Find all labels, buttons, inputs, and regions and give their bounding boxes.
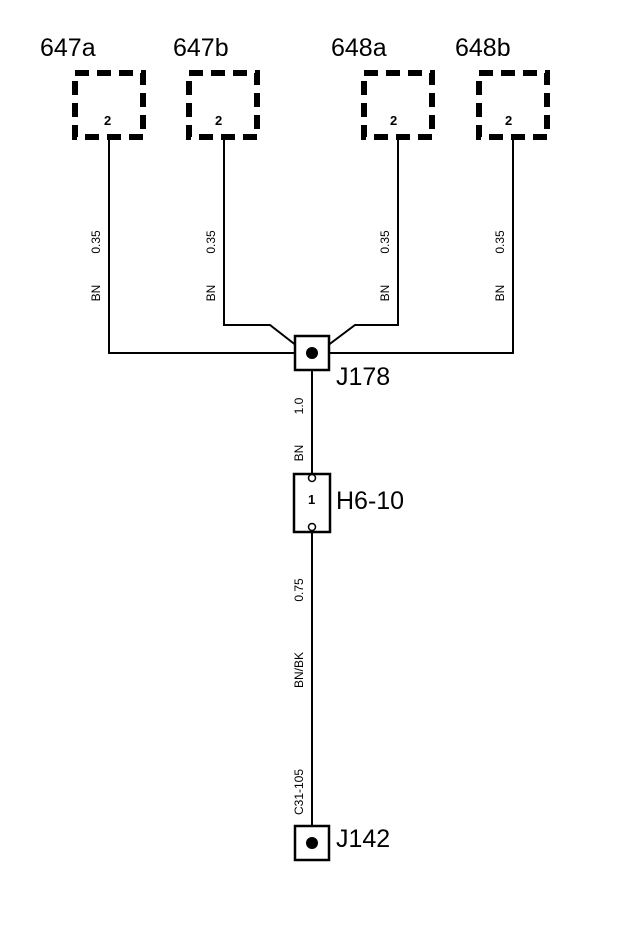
svg-text:BN: BN: [378, 285, 392, 302]
splice-j178[interactable]: [293, 334, 331, 372]
wire-label-647a: 0.35 BN: [89, 230, 103, 301]
connector-label-648a: 648a: [331, 34, 387, 62]
pin-number-647b: 2: [215, 113, 222, 128]
svg-text:BN: BN: [89, 285, 103, 302]
svg-text:0.35: 0.35: [89, 230, 103, 254]
connector-box-647b[interactable]: [186, 70, 260, 140]
wire-label-trunk-lower: 0.75 BN/BK C31-105: [292, 578, 306, 815]
connector-box-648b[interactable]: [476, 70, 550, 140]
svg-text:BN/BK: BN/BK: [292, 652, 306, 688]
svg-text:BN: BN: [292, 445, 306, 462]
pin-number-648b: 2: [505, 113, 512, 128]
wire-648a: [326, 139, 399, 347]
connector-label-647a: 647a: [40, 34, 96, 62]
inline-connector-pin: 1: [308, 492, 315, 507]
svg-text:0.35: 0.35: [378, 230, 392, 254]
svg-text:0.35: 0.35: [493, 230, 507, 254]
connector-box-648a[interactable]: [361, 70, 435, 140]
inline-connector-h6-10[interactable]: [292, 472, 332, 534]
wire-label-648b: 0.35 BN: [493, 230, 507, 301]
wire-648b: [327, 139, 514, 354]
pin-number-647a: 2: [104, 113, 111, 128]
pin-socket-icon: [307, 522, 317, 532]
svg-text:BN: BN: [493, 285, 507, 302]
svg-text:BN: BN: [204, 285, 218, 302]
svg-text:0.75: 0.75: [292, 578, 306, 602]
wire-label-648a: 0.35 BN: [378, 230, 392, 301]
splice-dot-icon: [306, 347, 318, 359]
splice-j142[interactable]: [293, 824, 331, 862]
splice-label-j178: J178: [336, 363, 390, 391]
wire-647b: [223, 139, 298, 347]
wire-label-trunk-upper: 1.0 BN: [292, 397, 306, 461]
splice-label-j142: J142: [336, 825, 390, 853]
splice-dot-icon: [306, 837, 318, 849]
connector-label-647b: 647b: [173, 34, 229, 62]
svg-text:C31-105: C31-105: [292, 769, 306, 815]
wire-label-647b: 0.35 BN: [204, 230, 218, 301]
wire-647a: [108, 139, 297, 354]
pin-number-648a: 2: [390, 113, 397, 128]
svg-text:0.35: 0.35: [204, 230, 218, 254]
svg-text:1.0: 1.0: [292, 397, 306, 414]
pin-socket-icon: [307, 473, 317, 483]
connector-label-648b: 648b: [455, 34, 511, 62]
inline-connector-label: H6-10: [336, 487, 404, 515]
connector-box-647a[interactable]: [72, 70, 146, 140]
